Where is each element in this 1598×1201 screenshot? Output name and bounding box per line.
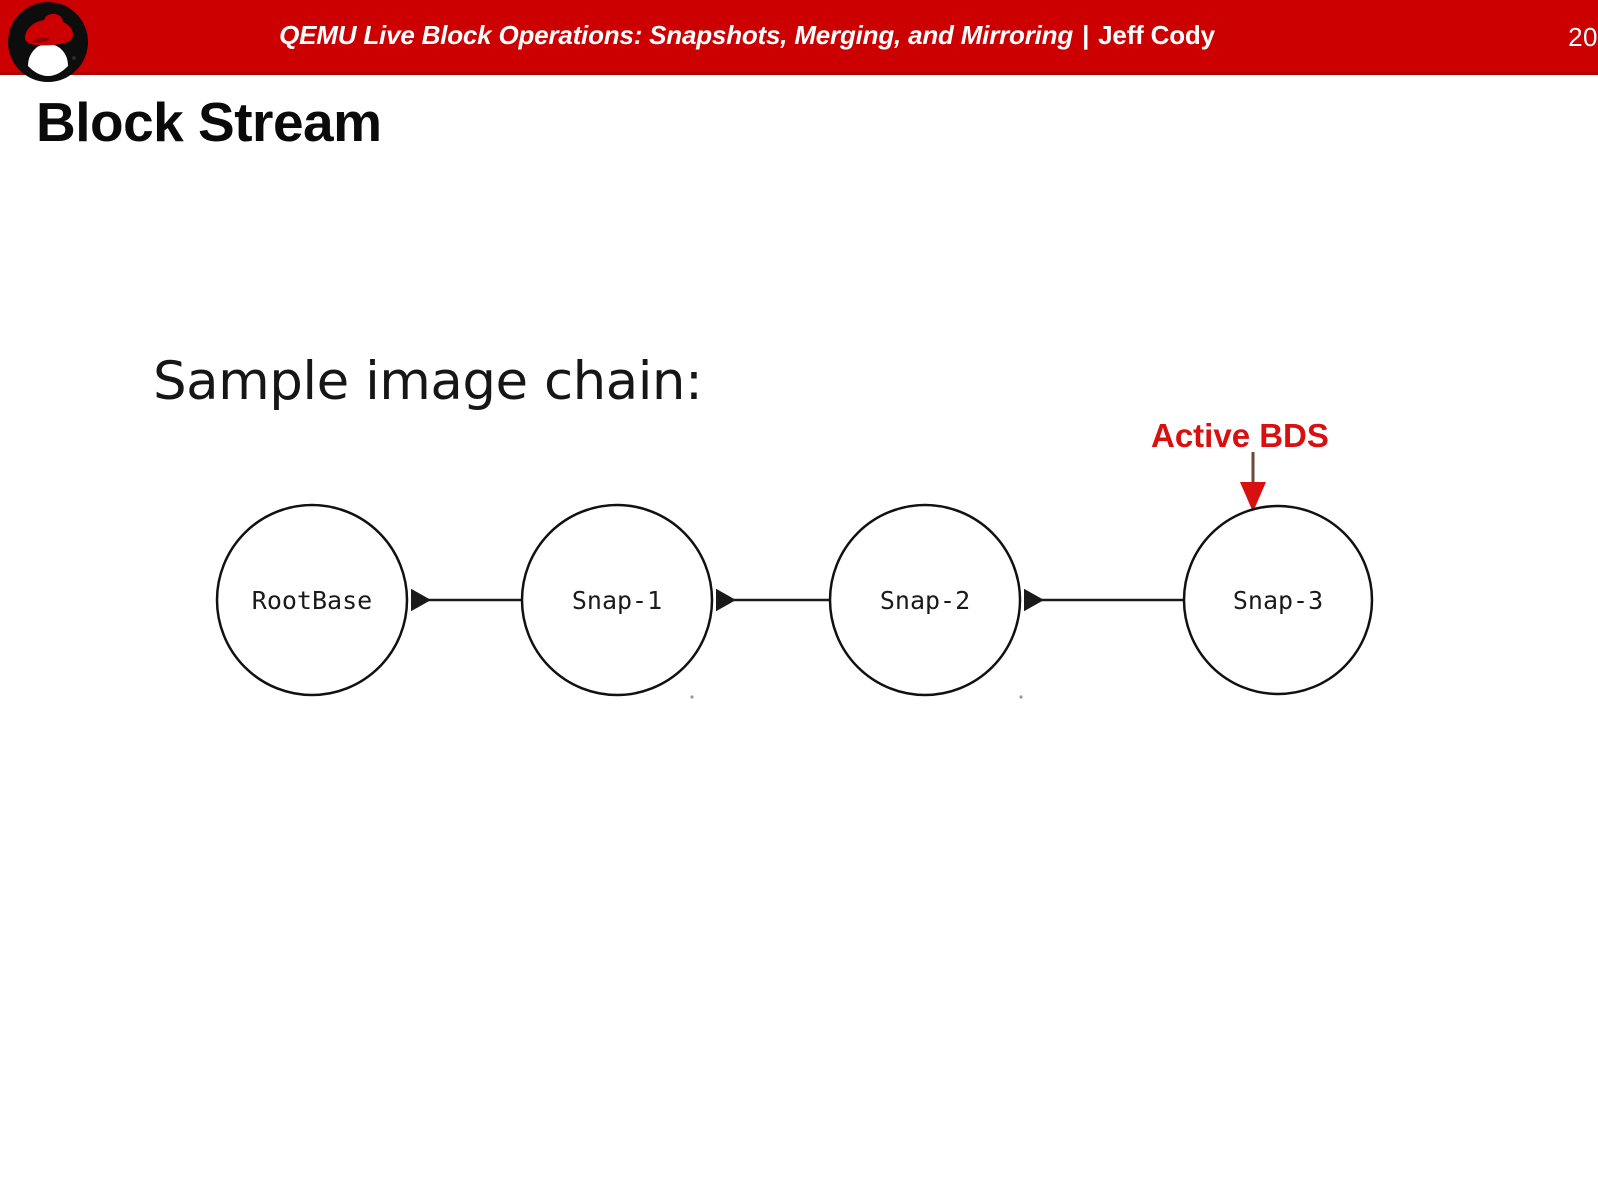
image-chain-diagram: RootBase Snap-1 Snap-2 Snap-3 [215,452,1374,699]
chain-node-snap2[interactable]: Snap-2 [828,503,1022,697]
header-bar: QEMU Live Block Operations: Snapshots, M… [0,0,1598,82]
sample-chain-label: Sample image chain: [153,351,703,412]
presentation-title: QEMU Live Block Operations: Snapshots, M… [0,20,1494,51]
presentation-title-main: QEMU Live Block Operations: Snapshots, M… [279,20,1074,50]
page-number: 20 [1568,22,1598,52]
node-label: RootBase [252,586,372,615]
artifact-dot [1019,695,1023,699]
node-label: Snap-3 [1233,586,1323,615]
active-bds-label: Active BDS [1151,417,1329,454]
title-separator: | [1082,20,1090,50]
artifact-dot [690,695,694,699]
node-circle [215,503,409,697]
node-circle [828,503,1022,697]
node-label: Snap-2 [880,586,970,615]
chain-node-rootbase[interactable]: RootBase [215,503,409,697]
down-arrow-icon [1240,452,1266,512]
red-hat-shadowman-logo [2,0,94,86]
chain-node-snap1[interactable]: Snap-1 [520,503,714,697]
page-title: Block Stream [36,91,382,153]
node-circle [1182,504,1374,696]
presentation-author: Jeff Cody [1098,20,1215,50]
node-circle [520,503,714,697]
chain-node-snap3[interactable]: Snap-3 [1182,504,1374,696]
node-label: Snap-1 [572,586,662,615]
